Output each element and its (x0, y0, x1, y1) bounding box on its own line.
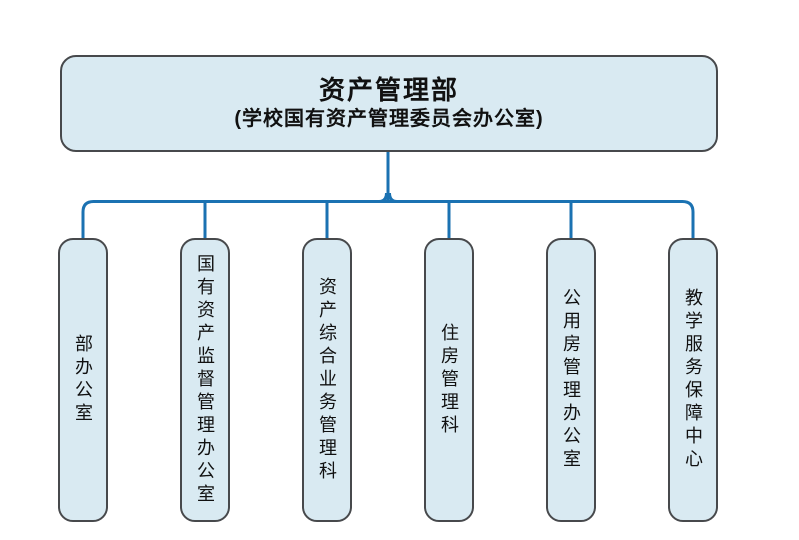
org-node-housing-management-section: 住房管理科 (424, 238, 474, 522)
org-node-state-assets-supervision-office: 国有资产监督管理办公室 (180, 238, 230, 522)
org-node-asset-comprehensive-business-section: 资产综合业务管理科 (302, 238, 352, 522)
org-node-label: 部办公室 (73, 334, 93, 426)
root-subtitle: (学校国有资产管理委员会办公室) (234, 107, 544, 130)
org-node-public-housing-management-office: 公用房管理办公室 (546, 238, 596, 522)
connector-bus (81, 200, 695, 239)
root-title: 资产管理部 (318, 75, 459, 106)
org-node-label: 教学服务保障中心 (683, 288, 703, 472)
org-node-root: 资产管理部 (学校国有资产管理委员会办公室) (60, 55, 718, 152)
org-node-label: 国有资产监督管理办公室 (195, 253, 215, 507)
org-node-teaching-service-support-center: 教学服务保障中心 (668, 238, 718, 522)
org-node-department-office: 部办公室 (58, 238, 108, 522)
org-node-label: 资产综合业务管理科 (317, 276, 337, 484)
org-node-label: 住房管理科 (439, 322, 459, 438)
org-node-label: 公用房管理办公室 (561, 288, 581, 472)
